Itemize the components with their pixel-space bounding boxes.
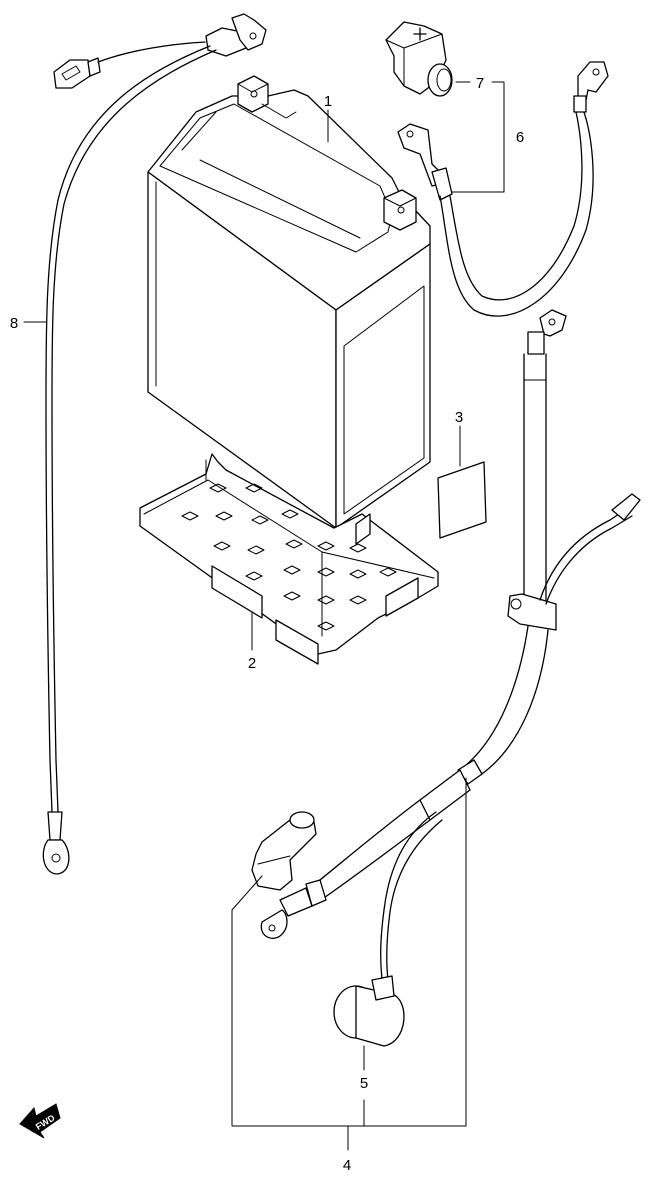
callout-leaders [23,81,505,1151]
callout-8: 8 [10,315,18,332]
callout-1: 1 [324,93,332,110]
part-6-positive-cable [397,61,609,317]
part-5-cap [333,975,405,1047]
part-4-terminal-boot [251,811,317,891]
callout-7: 7 [476,75,484,92]
callout-5: 5 [360,1075,368,1092]
callout-2: 2 [248,655,256,672]
part-7-terminal-cover [385,21,453,97]
part-3-label [437,461,487,539]
part-1-battery [147,75,431,529]
callout-6: 6 [516,129,524,146]
callout-3: 3 [455,409,463,426]
plus-terminal-icon [413,27,427,41]
fwd-arrow-icon [19,1103,61,1139]
callout-labels: 1 2 3 4 5 6 7 8 [10,75,524,1174]
part-2-battery-tray [139,453,439,665]
part-8-wire-harness [42,13,267,875]
callout-4: 4 [343,1157,351,1174]
fwd-indicator: FWD [19,1103,61,1139]
part-4-cable-assembly [260,309,641,981]
